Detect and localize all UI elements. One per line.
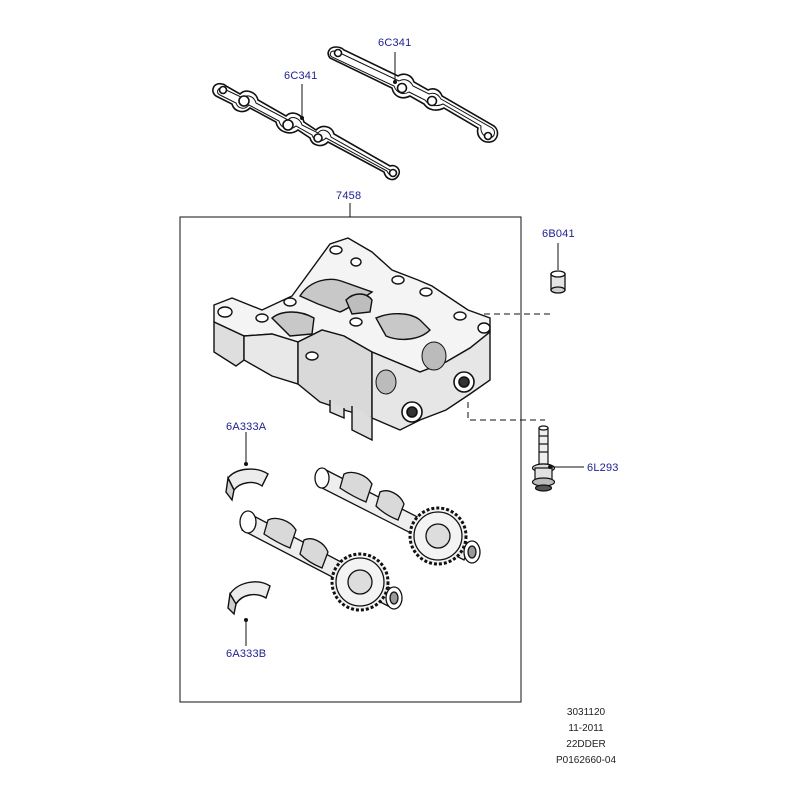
dashed-leader-bolt bbox=[467, 402, 545, 421]
leader-dot-bearing-b bbox=[244, 618, 248, 622]
bearing-shell-b[interactable] bbox=[227, 581, 271, 616]
reference-line-2: 11-2011 bbox=[568, 723, 604, 734]
gasket-upper[interactable] bbox=[327, 46, 499, 143]
dowel-sleeve[interactable] bbox=[550, 270, 566, 294]
callout-7458[interactable]: 7458 bbox=[336, 190, 362, 202]
reference-line-1: 3031120 bbox=[566, 707, 606, 718]
leader-dot-gasket-lower bbox=[300, 116, 304, 120]
callout-6l293[interactable]: 6L293 bbox=[587, 462, 619, 474]
bolt[interactable] bbox=[531, 425, 556, 492]
callout-6a333b[interactable]: 6A333B bbox=[226, 648, 267, 660]
balance-shaft-lower[interactable] bbox=[239, 510, 403, 612]
balance-shaft-upper[interactable] bbox=[314, 467, 481, 566]
leader-dot-bearing-a bbox=[244, 462, 248, 466]
gear-lower bbox=[330, 552, 390, 612]
leader-dot-bolt bbox=[548, 465, 552, 469]
reference-line-4: P0162660-04 bbox=[555, 755, 617, 766]
reference-line-3: 22DDER bbox=[566, 739, 606, 750]
bearing-shell-a[interactable] bbox=[225, 468, 269, 502]
gasket-lower[interactable] bbox=[212, 82, 401, 181]
callout-6b041[interactable]: 6B041 bbox=[542, 228, 575, 240]
leader-dot-gasket-upper bbox=[393, 80, 397, 84]
balance-shaft-housing[interactable] bbox=[213, 237, 491, 442]
callout-6c341-lower[interactable]: 6C341 bbox=[284, 70, 318, 82]
callout-6c341-upper[interactable]: 6C341 bbox=[378, 37, 412, 49]
callout-6a333a[interactable]: 6A333A bbox=[226, 421, 267, 433]
gear-upper bbox=[408, 506, 468, 566]
